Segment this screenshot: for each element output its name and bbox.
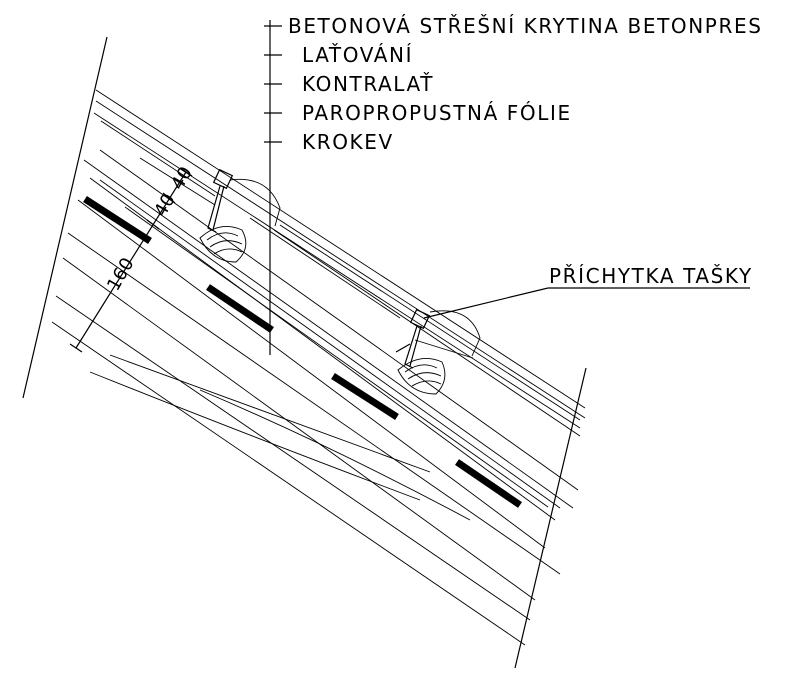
label-roof-tiles: BETONOVÁ STŘEŠNÍ KRYTINA BETONPRES: [288, 14, 763, 38]
tile-clip-right: [395, 308, 431, 369]
dimension-160: 160: [103, 254, 138, 294]
roof-tile-lines: [93, 89, 586, 437]
label-counter-battens: KONTRALAŤ: [302, 72, 434, 96]
label-battens: LAŤOVÁNÍ: [302, 43, 413, 67]
batten-left: [199, 225, 247, 263]
label-leader-lines: [264, 20, 282, 355]
label-membrane: PAROPROPUSTNÁ FÓLIE: [302, 101, 572, 125]
counter-batten-lines: [83, 149, 579, 509]
batten-right: [397, 357, 446, 395]
membrane-foil-strips: [83, 196, 522, 508]
rafter-lines: [51, 177, 561, 646]
clip-callout-leader: [423, 287, 750, 319]
label-tile-clip: PŘÍCHYTKA TAŠKY: [549, 264, 753, 288]
dimension-40-b: 40: [150, 190, 180, 220]
tile-clip-left: [207, 168, 234, 233]
dimension-lines: [69, 167, 193, 353]
label-rafter: KROKEV: [302, 130, 394, 154]
